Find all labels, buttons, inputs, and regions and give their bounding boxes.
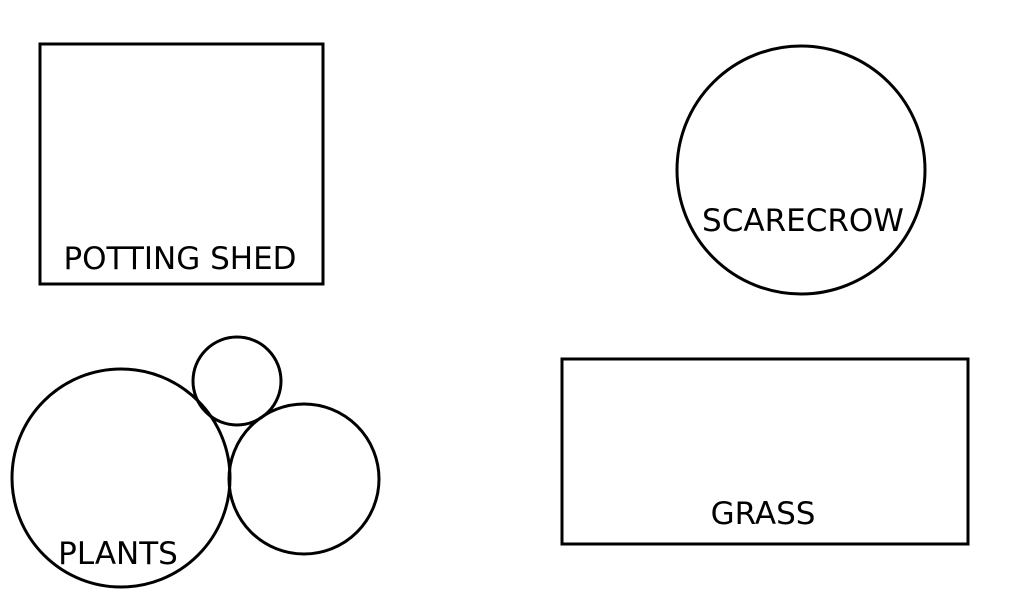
- grass-group: GRASS: [560, 357, 970, 546]
- potting-shed-group: POTTING SHED: [38, 42, 325, 286]
- grass-label: GRASS: [711, 496, 816, 532]
- scarecrow-group: SCARECROW: [675, 44, 927, 296]
- scarecrow-circle: [675, 44, 927, 296]
- plants-label: PLANTS: [58, 536, 178, 572]
- plant-circle-medium: [227, 402, 381, 556]
- potting-shed-box: [38, 42, 325, 286]
- plants-group: PLANTS: [10, 335, 381, 589]
- plant-circle-small: [191, 335, 283, 427]
- potting-shed-label: POTTING SHED: [63, 241, 296, 277]
- scarecrow-label: SCARECROW: [702, 203, 904, 239]
- grass-box: [560, 357, 970, 546]
